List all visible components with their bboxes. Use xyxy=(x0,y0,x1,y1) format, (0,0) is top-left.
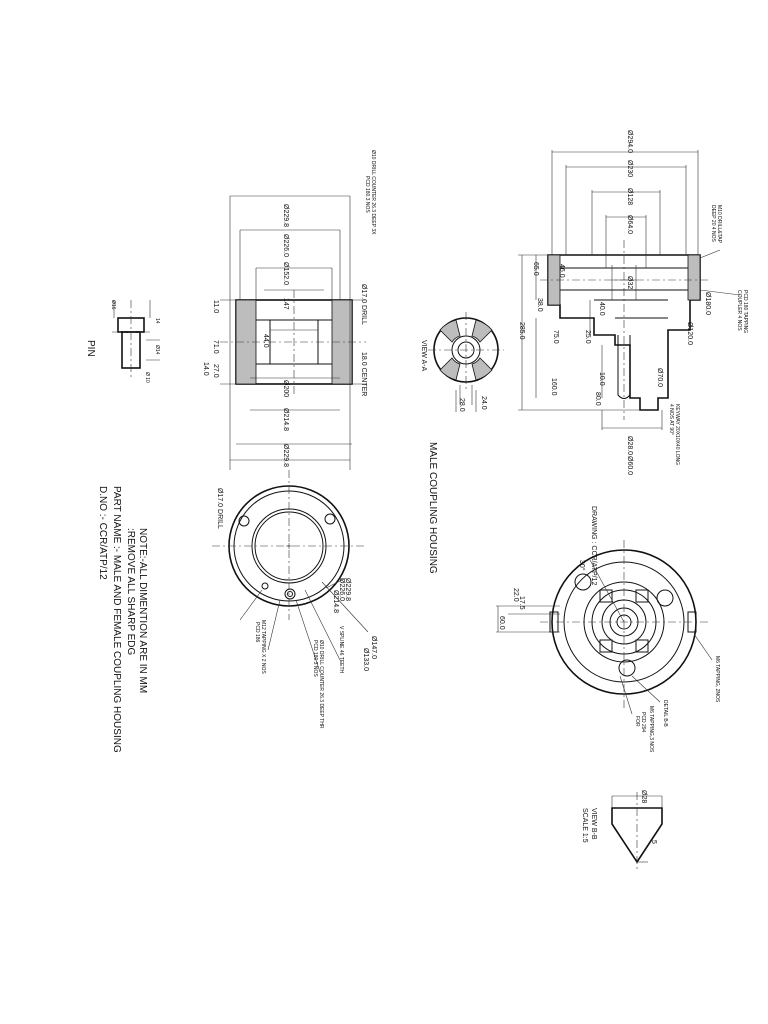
dim-l160: 160.0 xyxy=(550,378,557,396)
ff-d133: Ø133.0 xyxy=(362,648,369,671)
female-l11: 11.0 xyxy=(212,300,219,313)
female-d214: Ø214.8 xyxy=(282,408,289,431)
title-pin: PIN xyxy=(85,340,96,357)
mf-detail: DETAIL B-B xyxy=(662,700,668,727)
bb-d28: Ø28 xyxy=(640,790,647,803)
pin-drawing: 14 Ø14 Ø16 Ø 10 xyxy=(110,300,160,383)
mf-pcd-c: FOR xyxy=(634,716,640,727)
ff-spline: V SPLINE 46 TEETH xyxy=(338,626,344,674)
dim-l80: 80.0 xyxy=(594,392,601,406)
tap-note-b: DEEP 20 4 NOS xyxy=(710,205,716,243)
bb-five: 5 xyxy=(650,840,657,844)
female-face-view: Ø229.8 Ø226.0 Ø214.8 Ø147.0 Ø133.0 V SPL… xyxy=(212,470,377,729)
dim-l75: 75.0 xyxy=(552,330,559,344)
female-d229b: Ø229.8 xyxy=(282,444,289,467)
keyway-note: KEYWAY 20X10X40 LONG xyxy=(674,404,680,465)
mf-angle: 30° xyxy=(578,560,586,571)
dim-l25: 25.0 xyxy=(584,330,591,344)
dim-d64: Ø64.0 xyxy=(626,215,633,234)
dim-l46: 46.0 xyxy=(558,264,565,278)
dim-d120: Ø120.0 xyxy=(686,322,693,345)
dim-d294: Ø294.0 xyxy=(626,130,633,153)
ff-drill17: Ø17.0 DRILL xyxy=(216,488,223,529)
title-view-aa: VIEW A-A xyxy=(420,340,427,371)
dim-d128: Ø128 xyxy=(626,188,633,205)
dim-l65: 65.0 xyxy=(532,262,539,276)
dim-d28: Ø28.0 xyxy=(626,436,633,455)
title-view-bb: VIEW B-B xyxy=(590,808,597,840)
mf-tap: M6 TAPPING, 2NOS xyxy=(714,656,720,703)
female-d226: Ø226.0 xyxy=(282,234,289,257)
dim-l38: 38.0 xyxy=(536,298,543,312)
view-aa-dim-28: 28.0 xyxy=(458,398,465,412)
svg-text:Ø14: Ø14 xyxy=(154,345,160,355)
mf-w60: 60.0 xyxy=(498,616,505,630)
male-housing-section: Ø294.0 Ø230 Ø128 Ø64.0 Ø32 Ø180.0 Ø120.0… xyxy=(518,130,748,475)
ff-d2298: Ø229.8 xyxy=(344,578,351,601)
tap-note-c: PCD 180 TAPPING xyxy=(742,290,748,333)
svg-text:Ø16: Ø16 xyxy=(110,300,116,310)
female-d147: 147 xyxy=(282,298,289,310)
svg-text:14: 14 xyxy=(154,318,160,324)
female-housing-section: Ø229.8 Ø226.0 Ø152.0 147 44.0 Ø200 Ø214.… xyxy=(202,150,376,470)
dim-d32: Ø32 xyxy=(626,276,633,289)
title-male-coupling: MALE COUPLING HOUSING xyxy=(427,442,438,574)
dim-d70: Ø70.0 xyxy=(656,368,663,387)
dim-l10: 10.0 xyxy=(598,372,605,386)
dim-d230: Ø230 xyxy=(626,160,633,177)
male-face-view: 17.5 22.0 60.0 30° M6 TAPPING, 2NOS DETA… xyxy=(496,540,720,753)
svg-text:Ø 10: Ø 10 xyxy=(144,372,150,383)
female-l71: 71.0 xyxy=(212,340,219,354)
female-d44: 44.0 xyxy=(262,334,269,348)
dim-d180: Ø180.0 xyxy=(704,292,711,315)
ff-tap-1: M12 TAPPING X 2 NOS xyxy=(260,620,266,674)
female-d229: Ø229.8 xyxy=(282,204,289,227)
female-cbore-2: PCD 180.3 NOS xyxy=(364,176,370,213)
tap-note-d: COUPLER 4 NOS xyxy=(736,290,742,331)
female-center: 18.0 CENTER xyxy=(360,352,367,396)
dim-d60: Ø60.0 xyxy=(626,456,633,475)
mf-w22: 22.0 xyxy=(512,588,519,602)
mf-w175: 17.5 xyxy=(518,596,525,610)
female-l27: 27.0 xyxy=(212,364,219,378)
note-line-4: D.NO :- CCR/ATP/12 xyxy=(97,486,108,580)
ff-cbore-1: Ø10 DRILL COUNTER 26.3 DEEP THR xyxy=(318,640,324,729)
ff-cbore-2: PCD 180.3 NOS xyxy=(312,640,318,677)
female-cbore-1: Ø10 DRILL COUNTER 26.3 DEEP 3X xyxy=(370,150,376,235)
dim-l40: 40.0 xyxy=(598,302,605,316)
female-l14: 14.0 xyxy=(202,362,209,376)
view-bb: Ø28 5 xyxy=(611,790,663,870)
female-d200: Ø200 xyxy=(282,380,289,397)
note-line-2: :REMOVE ALL SHARP EDG xyxy=(125,528,136,655)
note-line-1: NOTE:-ALL DIMENTION ARE IN MM xyxy=(137,528,148,693)
notes-block: NOTE:-ALL DIMENTION ARE IN MM :REMOVE AL… xyxy=(97,486,148,753)
drawing-number: DRAWING : CCR/ATP/12 xyxy=(590,506,597,585)
title-view-bb-scale: SCALE 1:5 xyxy=(581,808,588,843)
ff-d226: Ø226.0 xyxy=(338,578,345,601)
mf-pcd-a: M6 TAPPING,3 NOS xyxy=(648,706,654,753)
keyway-note-2: 4 NOS AT 90° xyxy=(668,404,674,435)
ff-d147: Ø147.0 xyxy=(370,636,377,659)
tap-note-a: M10 DRILL&TAP xyxy=(716,205,722,244)
mf-pcd-b: PCD 294 xyxy=(640,712,646,733)
dim-l285: 285.0 xyxy=(518,322,525,340)
note-line-3: PART NAME :- MALE AND FEMALE COUPLING HO… xyxy=(111,486,122,753)
ff-d2148: Ø214.8 xyxy=(332,590,339,613)
view-aa: 24.0 28.0 xyxy=(428,312,504,412)
female-drill: Ø17.0 DRILL xyxy=(360,284,367,325)
view-aa-dim-24: 24.0 xyxy=(480,396,487,410)
female-d152: Ø152.0 xyxy=(282,262,289,285)
ff-tap-2: PCD 186 xyxy=(254,622,260,643)
